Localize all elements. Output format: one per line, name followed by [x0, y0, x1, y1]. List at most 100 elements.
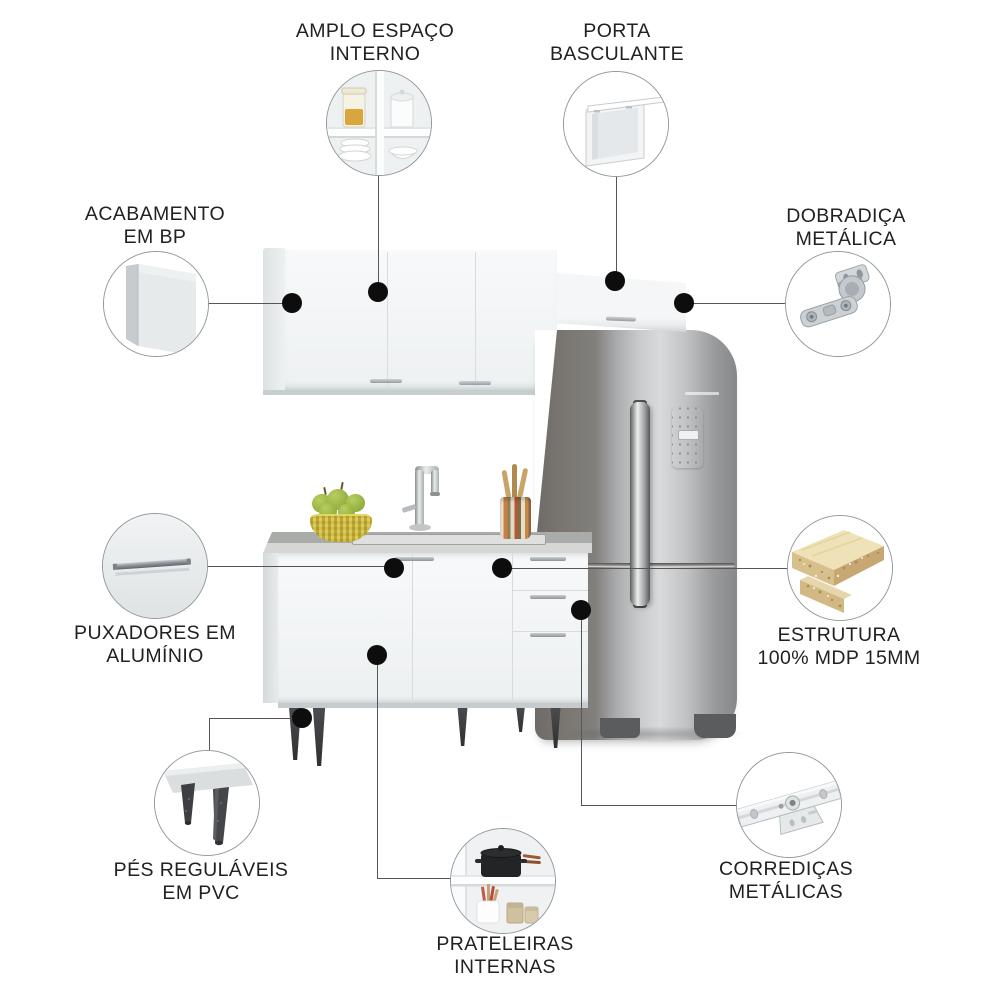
refrigerator-brand-mark: [685, 392, 719, 395]
base-cabinet-side-panel: [263, 553, 278, 703]
callout-circle-acabamento: [103, 251, 209, 357]
refrigerator-foot: [694, 714, 736, 738]
cabinet-interior-icon: [327, 71, 431, 175]
label-line: DOBRADIÇA: [786, 205, 906, 227]
callout-circle-estrutura: [787, 515, 893, 621]
connector-pes-h: [209, 718, 303, 719]
label-line: INTERNAS: [454, 956, 556, 978]
label-line: PÉS REGULÁVEIS: [113, 859, 289, 881]
faucet-base: [409, 524, 431, 531]
anchor-dot-pes: [292, 708, 312, 728]
utensil-holder: [500, 497, 531, 539]
base-cabinet-door-handle: [394, 557, 434, 561]
cabinet-foot: [516, 706, 525, 732]
wall-cabinet-door-seam: [387, 252, 388, 388]
label-line: METÁLICAS: [728, 881, 844, 903]
wall-cabinet-underside: [263, 390, 557, 395]
anchor-dot-porta: [605, 271, 625, 291]
callout-label-corredicas: CORREDIÇAS METÁLICAS: [719, 858, 853, 904]
aluminum-handle-icon: [103, 514, 207, 618]
metal-hinge-icon: [786, 252, 890, 356]
connector-corredicas-h: [581, 805, 736, 806]
label-line: CORREDIÇAS: [718, 858, 854, 880]
pvc-feet-icon: [155, 751, 259, 855]
wooden-spoon: [501, 469, 512, 501]
cabinet-foot: [550, 706, 561, 748]
label-line: PRATELEIRAS: [436, 933, 574, 955]
wall-cabinet-side-panel: [263, 248, 285, 392]
anchor-dot-corredicas: [571, 600, 591, 620]
callout-circle-corredicas: [736, 752, 842, 858]
callout-label-dobradica: DOBRADIÇA METÁLICA: [786, 205, 906, 251]
callout-label-estrutura: ESTRUTURA 100% MDP 15MM: [757, 624, 920, 670]
faucet-spout-tip: [430, 492, 440, 496]
connector-puxadores: [207, 566, 394, 567]
label-line: BASCULANTE: [549, 43, 685, 65]
anchor-dot-amplo: [368, 282, 388, 302]
faucet-arm: [415, 466, 439, 474]
base-cabinet-underside: [278, 703, 588, 708]
connector-prateleiras-v: [377, 656, 378, 878]
internal-shelves-icon: [451, 829, 555, 933]
anchor-dot-estrutura: [492, 558, 512, 578]
label-line: ESTRUTURA: [777, 624, 901, 646]
callout-label-porta: PORTA BASCULANTE: [550, 20, 684, 66]
flip-door-icon: [564, 72, 668, 176]
connector-amplo: [378, 176, 379, 292]
faucet-riser: [415, 470, 424, 528]
connector-acabamento: [209, 303, 293, 304]
label-line: AMPLO ESPAÇO: [295, 20, 455, 42]
wall-cabinet-door-seam: [475, 252, 476, 388]
connector-corredicas-v: [581, 611, 582, 806]
label-line: 100% MDP 15MM: [757, 647, 921, 669]
label-line: METÁLICA: [795, 228, 897, 250]
callout-label-prateleiras: PRATELEIRAS INTERNAS: [436, 933, 573, 979]
connector-prateleiras-h: [377, 878, 451, 879]
callout-circle-pes: [154, 750, 260, 856]
callout-label-amplo: AMPLO ESPAÇO INTERNO: [296, 20, 454, 66]
refrigerator-handle: [630, 402, 650, 606]
drawer-handle: [530, 595, 566, 599]
callout-circle-puxadores: [102, 513, 208, 619]
label-line: INTERNO: [329, 43, 421, 65]
callout-label-puxadores: PUXADORES EM ALUMÍNIO: [74, 622, 236, 668]
wooden-spoon: [516, 467, 529, 501]
base-cabinet-front: [278, 553, 588, 703]
connector-estrutura: [503, 568, 787, 569]
label-line: PORTA: [583, 20, 651, 42]
wall-cabinet-handle: [459, 381, 491, 385]
base-cabinet-drawer-seam: [512, 553, 513, 703]
label-line: EM BP: [123, 226, 187, 248]
label-line: EM PVC: [162, 882, 240, 904]
label-line: ACABAMENTO: [84, 203, 226, 225]
callout-circle-amplo: [326, 70, 432, 176]
callout-label-acabamento: ACABAMENTO EM BP: [85, 203, 225, 249]
wooden-spoon: [512, 464, 517, 500]
drawer-handle: [530, 557, 566, 561]
mdp-board-icon: [788, 516, 892, 620]
callout-circle-dobradica: [785, 251, 891, 357]
metal-slide-icon: [737, 753, 841, 857]
base-cabinet-door-seam: [412, 553, 413, 703]
drawer-seam: [513, 631, 588, 632]
connector-pes-v: [209, 718, 210, 753]
label-line: PUXADORES EM: [74, 622, 236, 644]
callout-circle-porta: [563, 71, 669, 177]
wall-cabinet-front: [285, 250, 557, 390]
cabinet-foot: [312, 708, 326, 766]
cabinet-foot: [457, 706, 468, 746]
callout-label-pes: PÉS REGULÁVEIS EM PVC: [114, 859, 289, 905]
refrigerator-display: [678, 430, 699, 440]
connector-dobradica: [684, 303, 785, 304]
wall-cabinet-handle: [370, 379, 402, 383]
anchor-dot-puxadores: [384, 558, 404, 578]
anchor-dot-dobradica: [674, 293, 694, 313]
drawer-seam: [513, 590, 588, 591]
anchor-dot-prateleiras: [367, 645, 387, 665]
refrigerator-foot: [600, 718, 640, 738]
label-line: ALUMÍNIO: [106, 645, 204, 667]
faucet-spout: [431, 470, 439, 494]
bp-finish-icon: [104, 252, 208, 356]
callout-circle-prateleiras: [450, 828, 556, 934]
